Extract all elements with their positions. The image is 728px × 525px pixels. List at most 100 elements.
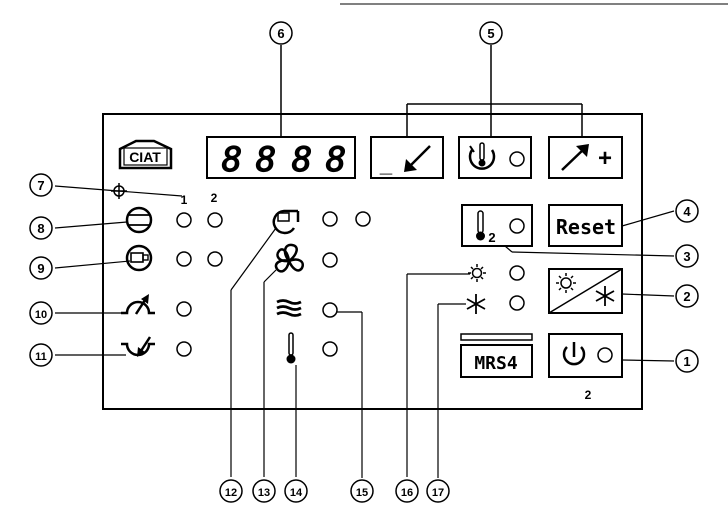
callout-1: 1 <box>675 349 699 373</box>
display-digit-1: 8 <box>222 140 242 180</box>
callout-12: 12 <box>219 479 243 503</box>
mode-button[interactable] <box>548 268 623 314</box>
callout-17: 17 <box>426 479 450 503</box>
heat-led <box>509 265 525 281</box>
probe-sub-label: 2 <box>488 230 495 245</box>
callout-11: 11 <box>29 343 53 367</box>
callout-5: 5 <box>479 21 503 45</box>
display-digit-4: 8 <box>326 140 346 180</box>
power-button[interactable] <box>548 333 623 378</box>
callout-3-label: 3 <box>683 249 690 264</box>
callout-9-label: 9 <box>37 261 44 276</box>
pump-led-1 <box>176 251 192 267</box>
callout-8: 8 <box>29 216 53 240</box>
pump-led-2 <box>207 251 223 267</box>
callout-9-line <box>54 260 131 269</box>
setpoint-button[interactable] <box>458 136 532 179</box>
probe-2-button[interactable]: 2 <box>461 204 533 247</box>
callout-6-label: 6 <box>277 26 284 41</box>
callout-15: 15 <box>350 479 374 503</box>
callout-2: 2 <box>675 284 699 308</box>
led-column-1-label: 1 <box>181 193 188 207</box>
thermometer-icon <box>476 210 485 241</box>
callout-3-line-a <box>504 245 513 253</box>
low-pressure-icon <box>121 336 155 357</box>
callout-10: 10 <box>29 301 53 325</box>
compressor-led-2 <box>207 212 223 228</box>
callout-4: 4 <box>675 199 699 223</box>
down-button[interactable]: _ <box>370 136 444 179</box>
high-pressure-icon <box>121 294 155 315</box>
callout-12-label: 12 <box>225 487 237 499</box>
callout-16: 16 <box>395 479 419 503</box>
compressor-icon <box>125 206 153 234</box>
callout-2-line <box>621 293 675 297</box>
callout-13: 13 <box>252 479 276 503</box>
sun-icon <box>556 273 576 293</box>
callout-4-label: 4 <box>683 204 691 219</box>
callout-10-label: 10 <box>35 309 47 321</box>
callout-14: 14 <box>284 479 308 503</box>
display-digit-2: 8 <box>256 140 276 180</box>
heater-led <box>322 302 338 318</box>
pump-icon <box>272 209 300 235</box>
timer-thermometer-icon <box>468 142 496 170</box>
thermometer-icon <box>286 332 296 364</box>
setpoint-led <box>509 151 525 167</box>
power-icon <box>562 342 586 366</box>
callout-8-label: 8 <box>37 221 44 236</box>
snowflake-icon <box>595 286 615 306</box>
callout-7-line <box>54 185 183 197</box>
pump-2-led-1 <box>322 211 338 227</box>
sun-icon <box>468 264 486 282</box>
fan-row <box>274 243 338 273</box>
callout-14-label: 14 <box>290 487 303 499</box>
up-button[interactable]: + <box>548 136 623 179</box>
heat-indicator <box>468 264 525 282</box>
logo-text: CIAT <box>129 149 161 165</box>
water-temp-led <box>322 341 338 357</box>
pump-2-led-2 <box>355 211 371 227</box>
callout-15-label: 15 <box>356 487 368 499</box>
callout-9: 9 <box>29 256 53 280</box>
heater-row <box>276 299 338 318</box>
callout-4-line <box>621 210 675 227</box>
model-label-box: MRS4 <box>460 344 533 378</box>
callout-5-bracket <box>406 45 583 137</box>
callout-2-label: 2 <box>683 289 690 304</box>
snowflake-icon <box>466 294 486 314</box>
callout-5-label: 5 <box>487 26 494 41</box>
plus-label: + <box>598 145 612 172</box>
compressor-led-1 <box>176 212 192 228</box>
arrow-down-left-icon <box>404 145 431 172</box>
fan-icon <box>274 243 304 273</box>
high-pressure-row <box>121 294 192 317</box>
cool-led <box>509 295 525 311</box>
callout-13-label: 13 <box>258 487 270 499</box>
callout-16-label: 16 <box>401 487 413 499</box>
callout-6: 6 <box>269 21 293 45</box>
compressor-row <box>125 206 223 234</box>
low-pressure-led <box>176 341 192 357</box>
cool-indicator <box>466 294 525 314</box>
heater-icon <box>276 299 302 317</box>
led-column-2-label: 2 <box>211 191 218 205</box>
pump-row <box>125 244 223 272</box>
pump-2-row <box>272 209 371 235</box>
callout-11-label: 11 <box>35 351 47 363</box>
callout-13-line-b <box>263 269 277 283</box>
minus-label: _ <box>379 152 393 177</box>
reset-button[interactable]: Reset <box>548 204 623 247</box>
callout-7-label: 7 <box>37 178 44 193</box>
callout-7: 7 <box>29 173 53 197</box>
low-pressure-row <box>121 336 192 357</box>
callout-1-label: 1 <box>683 354 690 369</box>
callout-8-line <box>54 221 128 229</box>
digital-display: 8 8 8 8 <box>206 136 356 181</box>
reset-label: Reset <box>556 215 616 239</box>
panel-frame <box>102 113 643 410</box>
model-bar <box>460 333 533 341</box>
arrow-up-right-icon <box>561 144 589 171</box>
